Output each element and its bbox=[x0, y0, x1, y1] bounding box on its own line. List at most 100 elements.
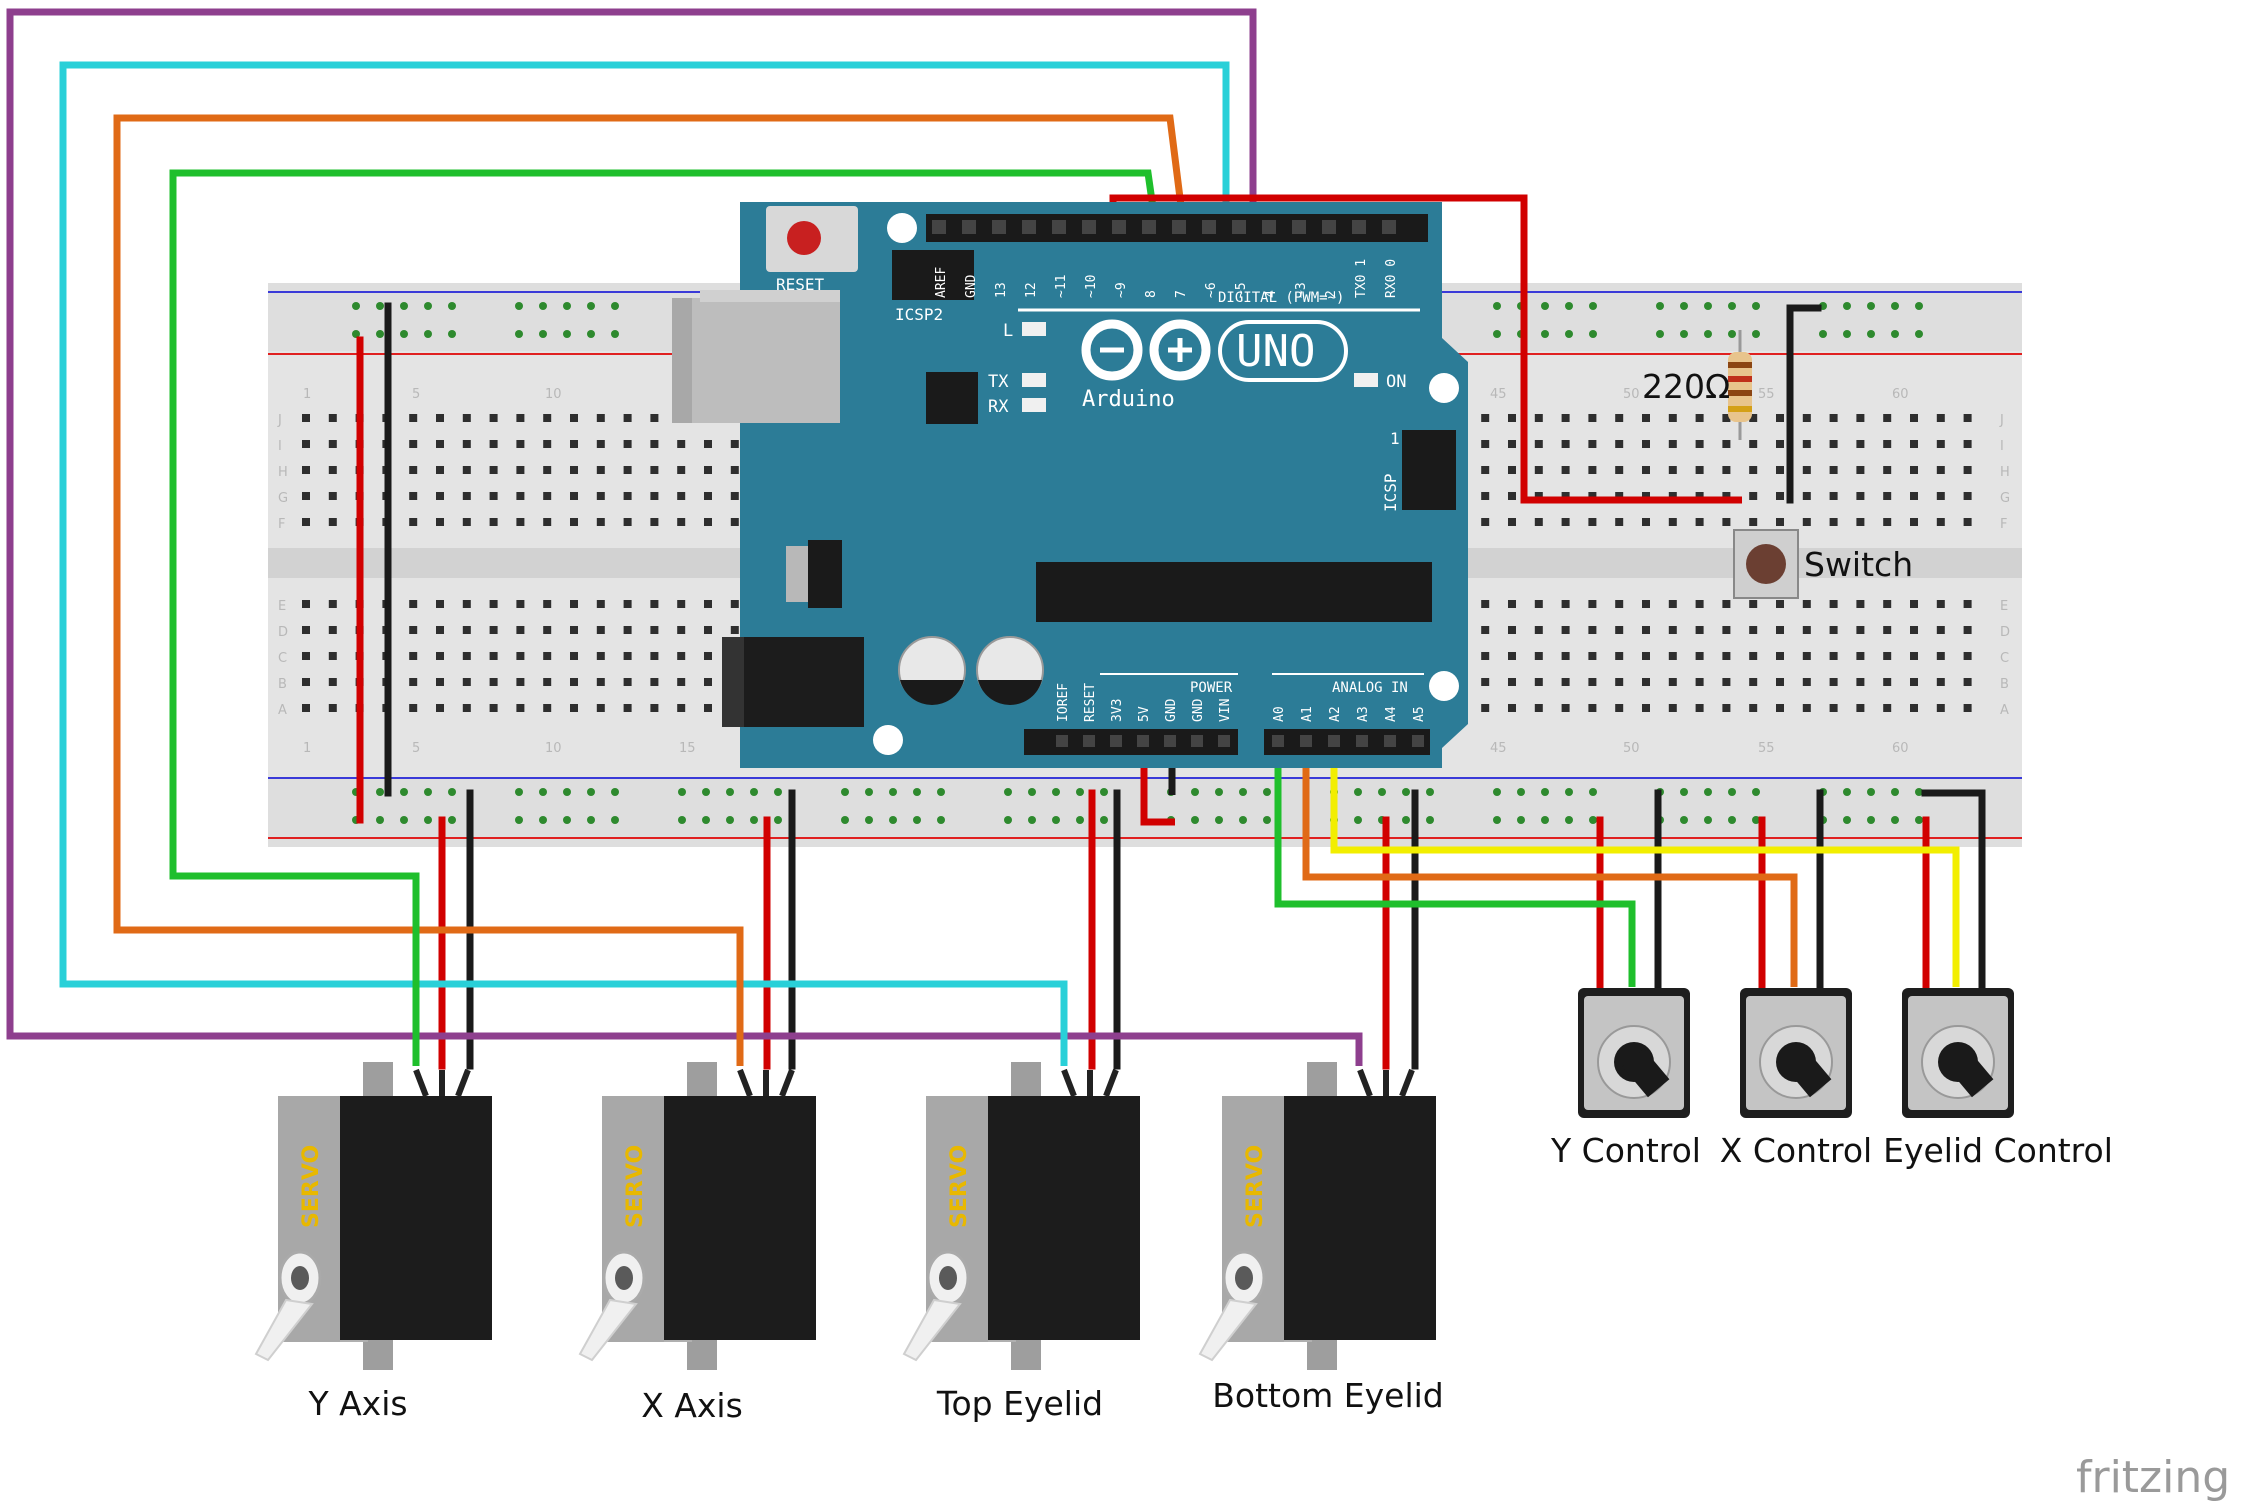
bb-hole bbox=[1642, 466, 1650, 474]
bb-hole bbox=[1695, 626, 1704, 634]
bb-hole bbox=[328, 600, 337, 608]
bb-hole bbox=[1615, 518, 1624, 526]
bb-hole bbox=[677, 678, 686, 686]
reset-label: RESET bbox=[776, 275, 825, 294]
rail-hole bbox=[1191, 816, 1199, 824]
bb-hole bbox=[596, 492, 605, 500]
servo: SERVO bbox=[902, 1062, 1140, 1370]
potentiometer[interactable] bbox=[1902, 988, 2014, 1118]
bb-hole bbox=[1534, 414, 1543, 422]
bb-hole bbox=[1695, 600, 1704, 608]
resistor-label: 220Ω bbox=[1642, 367, 1730, 406]
bb-hole bbox=[436, 492, 444, 500]
digital-pin-label: ~9 bbox=[1114, 282, 1129, 298]
bb-hole bbox=[677, 652, 686, 660]
bb-hole bbox=[704, 440, 712, 448]
rail-hole bbox=[1493, 788, 1501, 796]
rail-hole bbox=[702, 816, 710, 824]
bb-hole bbox=[1481, 626, 1490, 634]
bb-hole bbox=[1561, 492, 1570, 500]
column-number: 60 bbox=[1892, 387, 1909, 402]
rail-hole bbox=[539, 330, 547, 338]
bb-hole bbox=[1883, 626, 1892, 634]
rail-hole bbox=[1493, 816, 1501, 824]
row-letter: G bbox=[278, 491, 288, 506]
bb-hole bbox=[1829, 678, 1838, 686]
power-pin-hole bbox=[1056, 735, 1068, 747]
potentiometer[interactable] bbox=[1740, 988, 1852, 1118]
reset-button-cap[interactable] bbox=[787, 221, 821, 255]
bb-hole bbox=[489, 414, 498, 422]
bb-hole bbox=[1776, 652, 1784, 660]
digital-pin-hole bbox=[1082, 220, 1096, 234]
power-pin-hole bbox=[1110, 735, 1122, 747]
servo-brand: SERVO bbox=[947, 1145, 972, 1228]
rail-hole bbox=[1076, 816, 1084, 824]
rail-hole bbox=[1493, 302, 1501, 310]
digital-pin-hole bbox=[1292, 220, 1306, 234]
bb-hole bbox=[1615, 600, 1624, 608]
bb-hole bbox=[1749, 440, 1758, 448]
bb-hole bbox=[1695, 466, 1704, 474]
power-pin-label: RESET bbox=[1083, 683, 1098, 722]
bb-hole bbox=[1722, 440, 1731, 448]
bb-hole bbox=[1963, 678, 1972, 686]
bb-hole bbox=[462, 414, 471, 422]
bb-hole bbox=[1963, 492, 1972, 500]
bb-hole bbox=[1802, 440, 1811, 448]
rail-hole bbox=[1215, 788, 1223, 796]
rail-hole bbox=[376, 330, 384, 338]
bb-hole bbox=[1695, 678, 1704, 686]
icsp-pin-one: 1 bbox=[1390, 429, 1400, 448]
servo-brand: SERVO bbox=[299, 1145, 324, 1228]
bb-hole bbox=[1668, 414, 1677, 422]
rail-hole bbox=[1752, 302, 1760, 310]
bb-hole bbox=[1534, 440, 1543, 448]
bb-hole bbox=[1642, 600, 1650, 608]
bb-hole bbox=[1749, 678, 1758, 686]
digital-pin-label: ~6 bbox=[1204, 282, 1219, 298]
servo-label: Top Eyelid bbox=[936, 1384, 1103, 1423]
bb-hole bbox=[1534, 678, 1543, 686]
potentiometer[interactable] bbox=[1578, 988, 1690, 1118]
bb-hole bbox=[1534, 626, 1543, 634]
power-pin-label: VIN bbox=[1218, 699, 1233, 722]
rail-hole bbox=[587, 302, 595, 310]
row-letter: B bbox=[278, 677, 287, 692]
bb-hole bbox=[570, 652, 578, 660]
rail-hole bbox=[1656, 330, 1664, 338]
digital-pin-label: 7 bbox=[1174, 290, 1189, 298]
bb-hole bbox=[1695, 704, 1704, 712]
bb-hole bbox=[1883, 518, 1892, 526]
bb-hole bbox=[1481, 600, 1490, 608]
bb-hole bbox=[489, 440, 498, 448]
bb-hole bbox=[1883, 440, 1892, 448]
bb-hole bbox=[1695, 440, 1704, 448]
rail-hole bbox=[587, 816, 595, 824]
digital-pin-label: TX0 1 bbox=[1354, 259, 1369, 298]
rail-hole bbox=[1752, 788, 1760, 796]
bb-hole bbox=[704, 626, 712, 634]
bb-hole bbox=[1829, 600, 1838, 608]
bb-hole bbox=[704, 678, 712, 686]
rail-hole bbox=[400, 816, 408, 824]
bb-hole bbox=[1910, 704, 1918, 712]
bb-hole bbox=[623, 518, 632, 526]
bb-hole bbox=[677, 518, 686, 526]
bb-hole bbox=[1481, 704, 1490, 712]
power-pin-label: 3V3 bbox=[1110, 699, 1125, 722]
analog-pin-hole bbox=[1384, 735, 1396, 747]
bb-hole bbox=[570, 600, 578, 608]
bb-hole bbox=[1749, 466, 1758, 474]
bb-hole bbox=[1561, 466, 1570, 474]
pushbutton-switch[interactable] bbox=[1733, 529, 1799, 599]
bb-hole bbox=[1534, 518, 1543, 526]
column-number: 10 bbox=[545, 741, 562, 756]
bb-hole bbox=[1561, 704, 1570, 712]
rail-hole bbox=[1378, 788, 1386, 796]
bb-hole bbox=[1642, 704, 1650, 712]
bb-hole bbox=[1508, 440, 1516, 448]
bb-hole bbox=[1615, 466, 1624, 474]
row-letter: A bbox=[2000, 703, 2009, 718]
